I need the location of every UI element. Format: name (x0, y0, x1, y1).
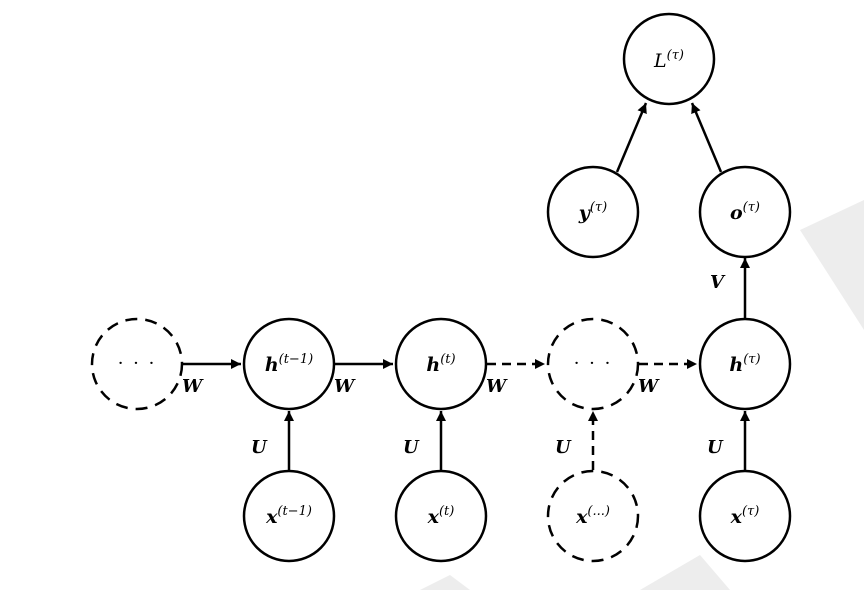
node-l-tau: L(τ) (622, 12, 716, 106)
watermark-stripe-2 (640, 555, 730, 590)
watermark-stripe-3 (420, 575, 470, 590)
node-h-tau: h(τ) (698, 317, 792, 411)
node-x-tau-label: x(τ) (730, 504, 760, 528)
edge-ytau-to-ltau (615, 102, 648, 173)
node-o-tau: o(τ) (698, 165, 792, 259)
node-x-dots-label: x(...) (575, 504, 610, 528)
watermark-stripe-1 (800, 200, 864, 330)
node-x-t-minus-1-label: x(t−1) (265, 504, 312, 528)
edge-label-w-4: W (638, 376, 660, 397)
node-h-t: h(t) (394, 317, 488, 411)
edge-label-u-4: U (707, 437, 724, 458)
node-h-mid-dots-label: · · · (574, 353, 613, 374)
node-h-t-minus-1-label: h(t−1) (265, 352, 313, 376)
node-x-t-label: x(t) (427, 504, 455, 528)
edge-label-v: V (710, 272, 726, 293)
node-h-prev-dots: · · · (90, 317, 184, 411)
edge-label-w-2: W (334, 376, 356, 397)
edge-label-u-1: U (251, 437, 268, 458)
node-h-t-minus-1: h(t−1) (242, 317, 336, 411)
node-h-mid-dots: · · · (546, 317, 640, 411)
node-h-tau-label: h(τ) (729, 352, 760, 376)
node-y-tau-label: y(τ) (578, 200, 607, 224)
node-x-t: x(t) (394, 469, 488, 563)
edge-label-u-2: U (403, 437, 420, 458)
node-h-t-label: h(t) (426, 352, 455, 376)
node-l-tau-label: L(τ) (653, 48, 684, 72)
node-h-prev-dots-label: · · · (118, 353, 157, 374)
edge-otau-to-ltau (690, 102, 723, 173)
node-x-dots: x(...) (546, 469, 640, 563)
edge-label-w-1: W (182, 376, 204, 397)
node-x-tau: x(τ) (698, 469, 792, 563)
node-o-tau-label: o(τ) (730, 200, 760, 224)
edge-label-u-3: U (555, 437, 572, 458)
node-x-t-minus-1: x(t−1) (242, 469, 336, 563)
edge-label-w-3: W (486, 376, 508, 397)
node-y-tau: y(τ) (546, 165, 640, 259)
